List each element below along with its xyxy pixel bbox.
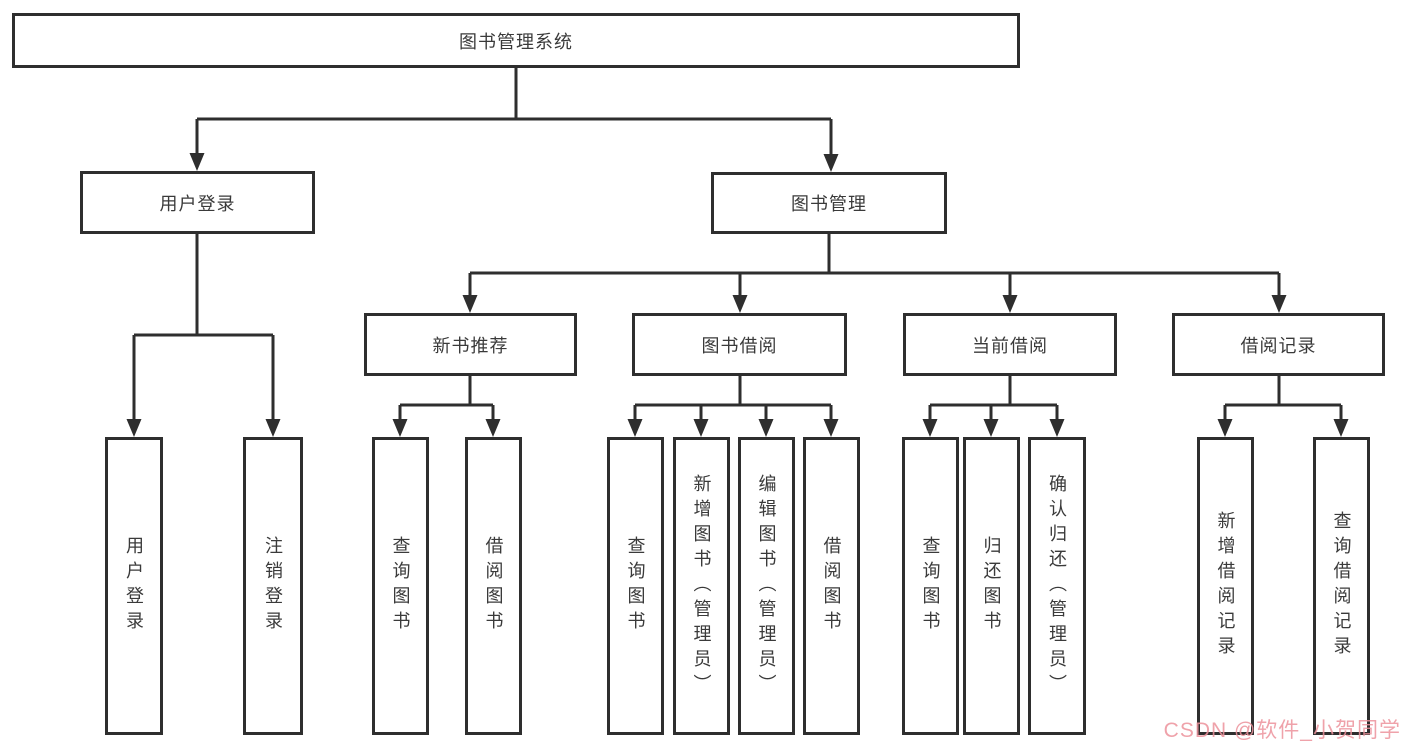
leaf-user-login: 用户登录 xyxy=(105,437,163,735)
leaf-query-books-recommend: 查询图书 xyxy=(372,437,429,735)
node-borrow-records: 借阅记录 xyxy=(1172,313,1385,376)
node-book-borrow: 图书借阅 xyxy=(632,313,847,376)
leaf-edit-books-admin: 编辑图书（管理员） xyxy=(738,437,795,735)
leaf-add-books-admin: 新增图书（管理员） xyxy=(673,437,730,735)
node-user-login-group: 用户登录 xyxy=(80,171,315,234)
leaf-logout: 注销登录 xyxy=(243,437,303,735)
node-current-borrow: 当前借阅 xyxy=(903,313,1117,376)
node-new-book-recommend: 新书推荐 xyxy=(364,313,577,376)
leaf-confirm-return-admin: 确认归还（管理员） xyxy=(1028,437,1086,735)
leaf-query-books-current: 查询图书 xyxy=(902,437,959,735)
node-library-system: 图书管理系统 xyxy=(12,13,1020,68)
leaf-return-books: 归还图书 xyxy=(963,437,1020,735)
leaf-add-borrow-record: 新增借阅记录 xyxy=(1197,437,1254,735)
leaf-query-borrow-record: 查询借阅记录 xyxy=(1313,437,1370,735)
leaf-borrow-books: 借阅图书 xyxy=(803,437,860,735)
watermark-text: CSDN @软件_小贺同学 xyxy=(1163,719,1401,742)
connector-arrowheads xyxy=(126,153,1349,437)
connector-shafts xyxy=(132,68,1343,422)
leaf-query-books-borrow: 查询图书 xyxy=(607,437,664,735)
node-book-management: 图书管理 xyxy=(711,172,947,234)
leaf-borrow-books-recommend: 借阅图书 xyxy=(465,437,522,735)
